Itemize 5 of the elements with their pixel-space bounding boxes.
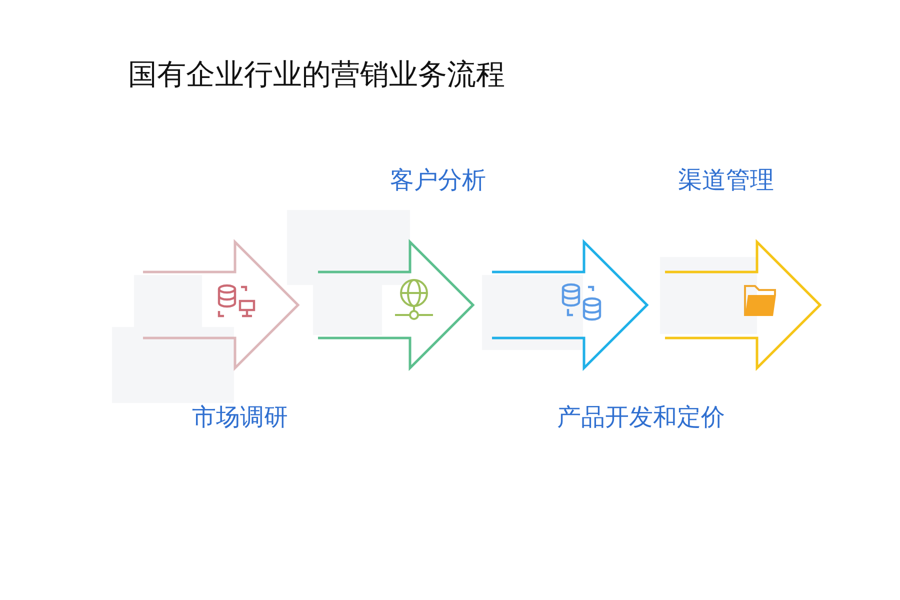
step-label: 产品开发和定价 bbox=[556, 404, 726, 433]
title: 国有企业行业的营销业务流程 bbox=[128, 58, 505, 93]
step-label: 客户分析 bbox=[389, 166, 487, 196]
step-label: 渠道管理 bbox=[677, 167, 775, 196]
step-label: 市场调研 bbox=[191, 404, 289, 433]
